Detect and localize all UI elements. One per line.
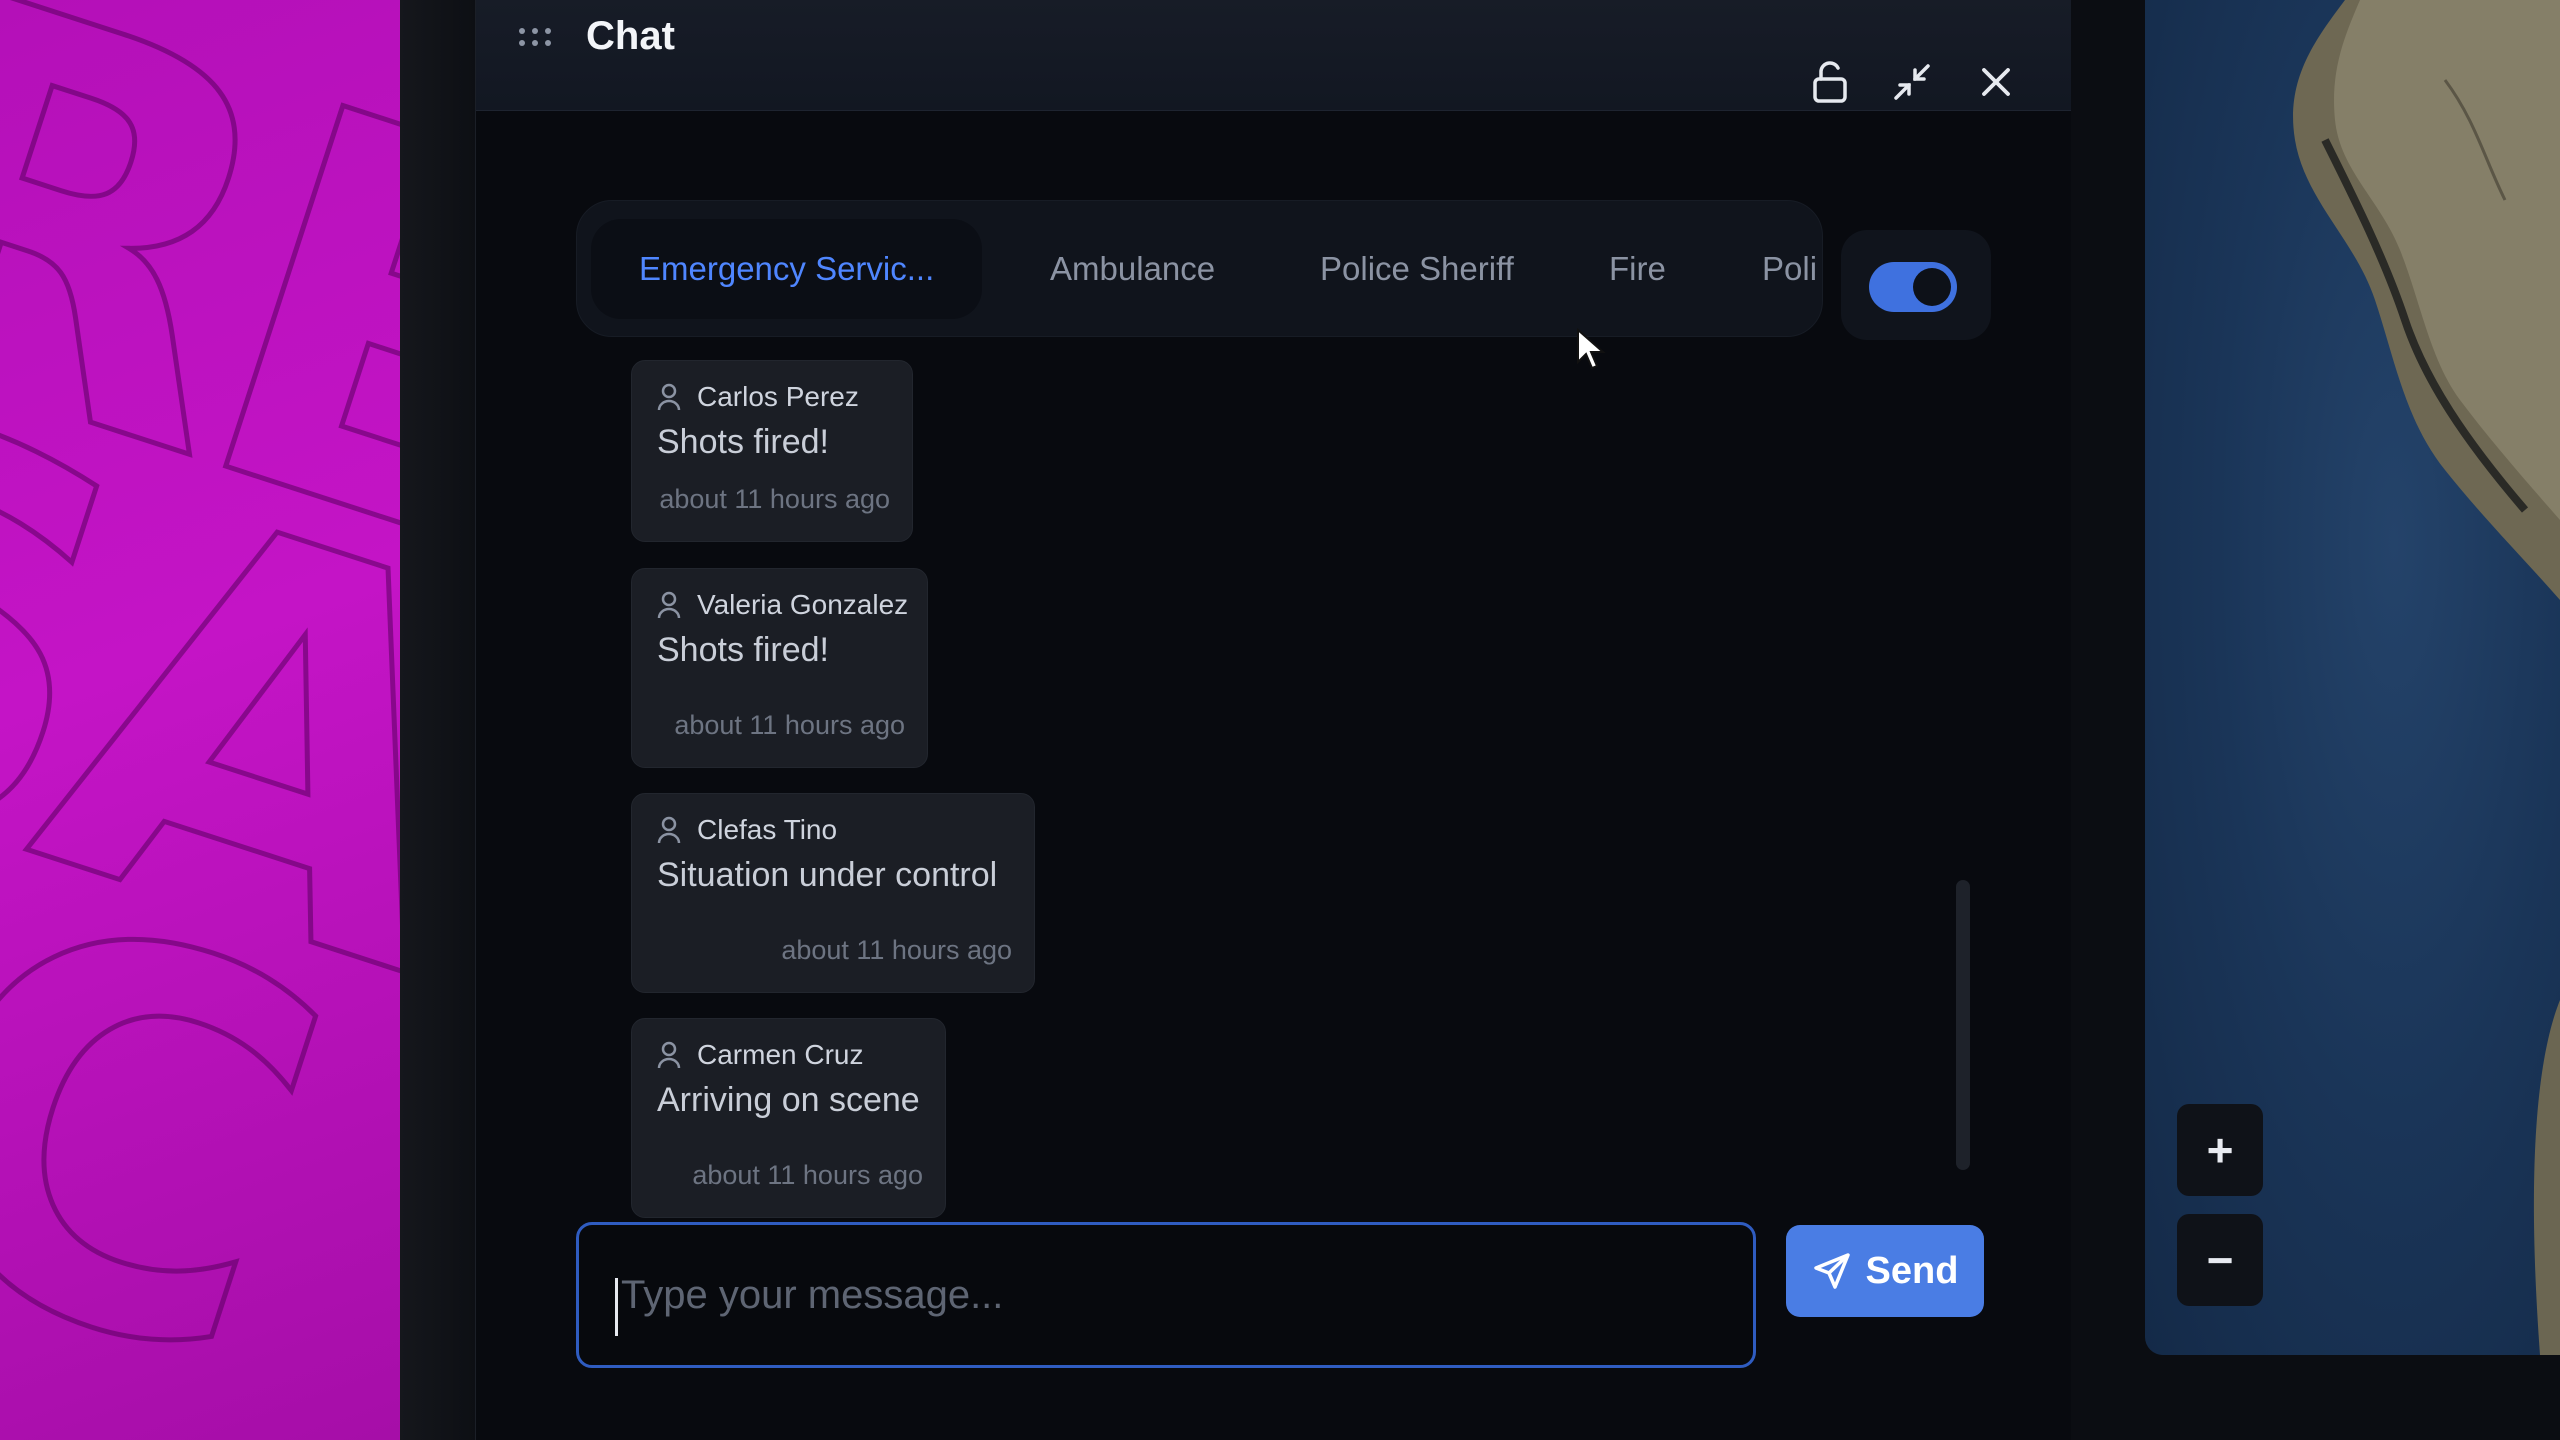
tab-emergency-services[interactable]: Emergency Servic... bbox=[591, 219, 983, 319]
message-text: Shots fired! bbox=[657, 423, 829, 461]
message-card: Valeria Gonzalez Shots fired! about 11 h… bbox=[631, 568, 928, 768]
message-time: about 11 hours ago bbox=[692, 1160, 923, 1190]
user-icon bbox=[657, 383, 681, 411]
window-title: Chat bbox=[586, 14, 675, 58]
minimize-icon[interactable] bbox=[1888, 58, 1936, 106]
mouse-cursor-icon bbox=[1577, 328, 1606, 370]
message-author: Valeria Gonzalez bbox=[657, 589, 908, 621]
message-time: about 11 hours ago bbox=[674, 710, 905, 740]
messages-scrollbar[interactable] bbox=[1956, 880, 1970, 1170]
user-icon bbox=[657, 1041, 681, 1069]
map-terrain bbox=[2293, 0, 2560, 1355]
drag-handle-icon[interactable] bbox=[516, 24, 560, 50]
chat-window: Chat Emergency Servic... Ambulance Polic… bbox=[475, 0, 2071, 1440]
message-author: Carlos Perez bbox=[657, 381, 859, 413]
tab-ambulance[interactable]: Ambulance bbox=[1050, 249, 1216, 287]
message-text: Arriving on scene bbox=[657, 1081, 920, 1119]
tab-police[interactable]: Poli bbox=[1762, 249, 1818, 287]
title-bar[interactable]: Chat bbox=[476, 0, 2071, 111]
close-icon[interactable] bbox=[1972, 58, 2020, 106]
message-time: about 11 hours ago bbox=[659, 484, 890, 514]
author-name: Valeria Gonzalez bbox=[697, 589, 909, 620]
message-author: Clefas Tino bbox=[657, 814, 837, 846]
message-text: Situation under control bbox=[657, 856, 998, 894]
author-name: Clefas Tino bbox=[697, 814, 838, 845]
toggle-container bbox=[1841, 230, 1991, 340]
message-text: Shots fired! bbox=[657, 631, 829, 669]
message-card: Carmen Cruz Arriving on scene about 11 h… bbox=[631, 1018, 946, 1218]
panel-gap bbox=[400, 0, 475, 1440]
tab-fire[interactable]: Fire bbox=[1609, 249, 1666, 287]
notifications-toggle[interactable] bbox=[1869, 262, 1957, 312]
message-time: about 11 hours ago bbox=[781, 935, 1012, 965]
user-icon bbox=[657, 816, 681, 844]
unlock-icon[interactable] bbox=[1806, 58, 1854, 106]
author-name: Carmen Cruz bbox=[697, 1039, 864, 1070]
message-author: Carmen Cruz bbox=[657, 1039, 863, 1071]
send-label: Send bbox=[1865, 1249, 1959, 1292]
zoom-in-button[interactable]: + bbox=[2177, 1104, 2263, 1196]
send-button[interactable]: Send bbox=[1786, 1225, 1984, 1317]
send-icon bbox=[1813, 1253, 1850, 1289]
message-input[interactable] bbox=[576, 1222, 1756, 1368]
text-caret bbox=[615, 1278, 618, 1336]
tab-police-sheriff[interactable]: Police Sheriff bbox=[1320, 249, 1514, 287]
message-card: Clefas Tino Situation under control abou… bbox=[631, 793, 1035, 993]
zoom-out-button[interactable]: − bbox=[2177, 1214, 2263, 1306]
message-card: Carlos Perez Shots fired! about 11 hours… bbox=[631, 360, 913, 542]
user-icon bbox=[657, 591, 681, 619]
author-name: Carlos Perez bbox=[697, 381, 859, 412]
channel-tabs: Emergency Servic... Ambulance Police She… bbox=[576, 200, 1823, 337]
